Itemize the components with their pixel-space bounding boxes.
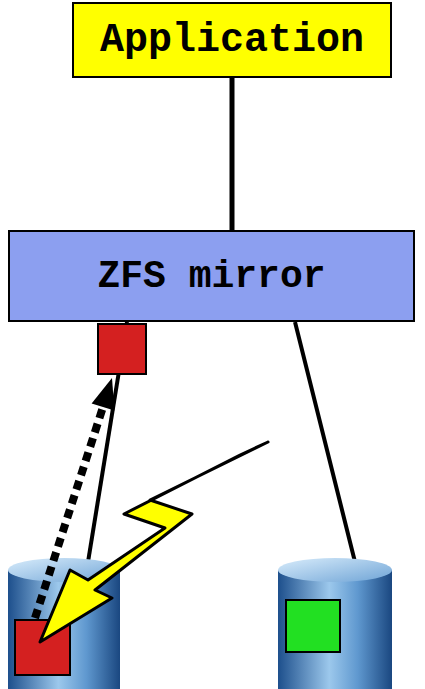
zfs-mirror-box: ZFS mirror [8, 230, 415, 322]
disk-right [278, 558, 392, 689]
node-label: Application [100, 18, 364, 63]
lightning-bolt [40, 442, 268, 642]
connector-line [232, 78, 233, 230]
node-label: ZFS mirror [97, 255, 325, 298]
bad-block [98, 324, 146, 374]
application-box: Application [72, 2, 392, 78]
disk-wire [295, 322, 355, 562]
